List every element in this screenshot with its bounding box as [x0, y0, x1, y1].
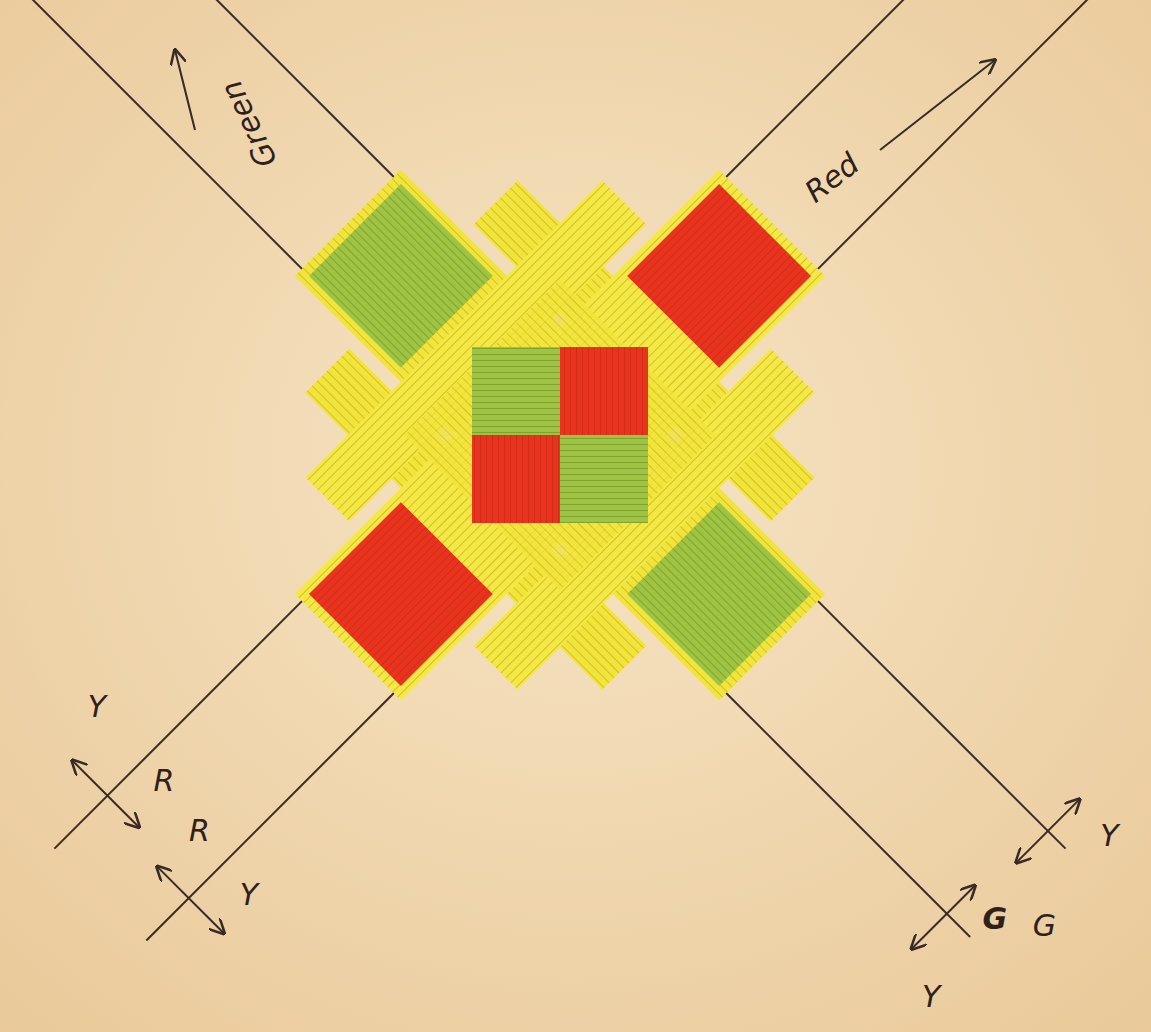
- signal-letter: Y: [922, 982, 940, 1012]
- direction-arrows: [175, 50, 995, 150]
- signal-letter: Y: [1100, 821, 1118, 851]
- signal-letter: G: [1033, 911, 1056, 941]
- signal-letter: Y: [240, 880, 258, 910]
- red-straws: [309, 184, 811, 686]
- signal-letter: R: [154, 766, 175, 796]
- signal-letter: G: [983, 904, 1008, 934]
- signal-letter: Y: [88, 692, 106, 722]
- signal-arrows: [61, 276, 1079, 1032]
- signal-letter: R: [189, 816, 210, 846]
- green-straws: [309, 184, 811, 686]
- yellow-straws: [136, 11, 985, 860]
- direction-label: Red: [800, 148, 864, 208]
- center-checkerboard: [472, 347, 648, 523]
- direction-label: Green: [216, 76, 282, 172]
